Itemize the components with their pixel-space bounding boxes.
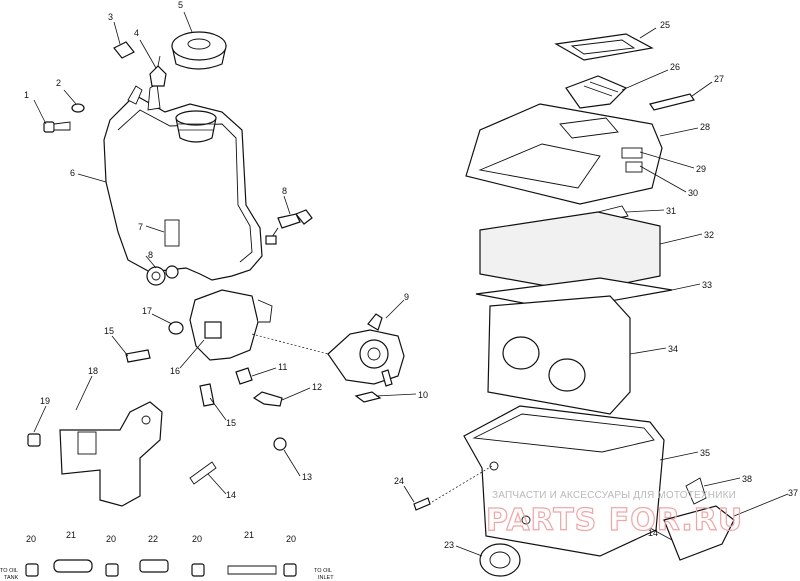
washer	[71, 103, 85, 113]
callout-12: 12	[312, 382, 322, 392]
callout-17: 17	[142, 306, 152, 316]
bracket-37	[663, 505, 735, 561]
callout-14a: 14	[226, 490, 236, 500]
tank-tab	[127, 85, 143, 105]
callout-35: 35	[700, 448, 710, 458]
callout-5: 5	[178, 0, 183, 10]
oil-tank-lower-mount	[189, 289, 259, 361]
callout-38: 38	[742, 474, 752, 484]
callout-6: 6	[70, 168, 75, 178]
callout-28: 28	[700, 122, 710, 132]
to-oil-tank-line2: TANK	[4, 575, 19, 581]
callout-19: 19	[40, 396, 50, 406]
oil-tank-group	[103, 83, 273, 361]
oil-tank-filler-thread	[175, 110, 217, 126]
to-oil-inlet-line2: INLET	[318, 575, 334, 581]
callout-25: 25	[660, 20, 670, 30]
bolt-15a	[125, 349, 151, 363]
callout-7: 7	[138, 222, 143, 232]
callout-32: 32	[704, 230, 714, 240]
baffle-plate-34	[487, 295, 631, 415]
callout-4: 4	[134, 28, 139, 38]
callout-9: 9	[404, 292, 409, 302]
to-oil-inlet-line1: TO OIL	[314, 568, 332, 574]
callout-26: 26	[670, 62, 680, 72]
callout-24: 24	[394, 476, 404, 486]
screw-24	[413, 497, 431, 511]
watermark-text: ЗАПЧАСТИ И АКСЕССУАРЫ ДЛЯ МОТОТЕХНИКИ	[492, 490, 736, 501]
intake-boot-26	[565, 75, 628, 109]
callout-20a: 20	[26, 534, 36, 544]
callout-11: 11	[278, 362, 287, 372]
callout-34: 34	[668, 344, 678, 354]
hose-clamp-13	[273, 437, 287, 451]
callout-30: 30	[688, 188, 698, 198]
callout-27: 27	[714, 74, 724, 84]
oil-line-assembly	[25, 559, 297, 577]
clip-38	[685, 477, 707, 505]
grommet-17	[168, 321, 184, 335]
nut-19	[27, 433, 41, 447]
mount-bracket-18	[59, 401, 163, 507]
callout-8a: 8	[148, 250, 153, 260]
callout-10: 10	[418, 390, 428, 400]
callout-22: 22	[148, 534, 158, 544]
callout-31: 31	[666, 206, 676, 216]
callout-21a: 21	[66, 530, 76, 540]
callout-37: 37	[788, 488, 798, 498]
leader-lines	[33, 11, 789, 557]
strap-14a	[189, 461, 217, 485]
hose-end-labels: TO OIL TANK TO OIL INLET	[0, 568, 334, 581]
callout-15b: 15	[226, 418, 236, 428]
callout-16: 16	[170, 366, 180, 376]
callout-23: 23	[444, 540, 454, 550]
callout-8b: 8	[282, 186, 287, 196]
oil-pump	[327, 313, 405, 387]
watermark: ЗАПЧАСТИ И АКСЕССУАРЫ ДЛЯ МОТОТЕХНИКИ PA…	[485, 490, 743, 539]
oil-tank-label-plate	[164, 219, 180, 247]
callout-3: 3	[108, 12, 113, 22]
strap-27	[649, 93, 695, 111]
callout-21b: 21	[244, 530, 254, 540]
vent-fitting	[149, 55, 167, 87]
callout-20c: 20	[192, 534, 202, 544]
callout-33: 33	[702, 280, 712, 290]
callout-29: 29	[696, 164, 706, 174]
inlet-fitting	[265, 209, 313, 245]
vent-tube	[147, 83, 161, 111]
to-oil-tank-line1: TO OIL	[0, 568, 18, 574]
oil-tank-clip	[204, 321, 222, 339]
foam-filter-32	[479, 211, 661, 293]
callout-2: 2	[56, 78, 61, 88]
oil-tank-edge	[117, 109, 253, 263]
oil-tank-grommet-inner	[151, 271, 161, 281]
oil-tank-cap	[171, 31, 227, 70]
callout-1: 1	[24, 90, 29, 100]
fitting-11	[235, 367, 253, 385]
callout-15a: 15	[104, 326, 114, 336]
bolt-15b	[199, 383, 215, 407]
oil-tank-grommet-2	[165, 265, 179, 279]
callout-18: 18	[88, 366, 98, 376]
screw	[43, 121, 71, 133]
callout-13: 13	[302, 472, 312, 482]
grommet	[113, 41, 135, 59]
callout-20d: 20	[286, 534, 296, 544]
callout-20b: 20	[106, 534, 116, 544]
oil-tank-mount-ear	[257, 299, 273, 323]
elbow-fitting-12	[252, 391, 283, 407]
bolt-10	[354, 391, 382, 403]
airbox-group	[413, 33, 735, 577]
watermark-logo: PARTS FOR.RU	[486, 503, 743, 538]
callout-14b: 14	[648, 528, 658, 538]
callout-labels: 1 2 3 4 5 6 7 8 8 9 10 11 12 13 14 15 15…	[24, 0, 798, 550]
